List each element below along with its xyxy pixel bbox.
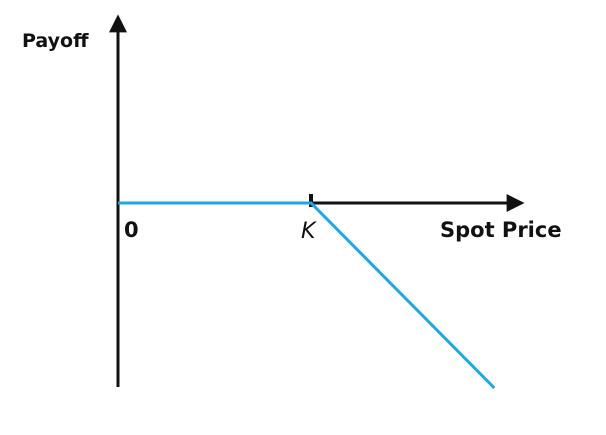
strike-label: K: [301, 219, 317, 244]
x-axis-label: Spot Price: [440, 218, 562, 242]
y-axis-label: Payoff: [22, 30, 89, 52]
origin-label: 0: [124, 218, 139, 242]
payoff-series-line: [118, 201, 496, 390]
